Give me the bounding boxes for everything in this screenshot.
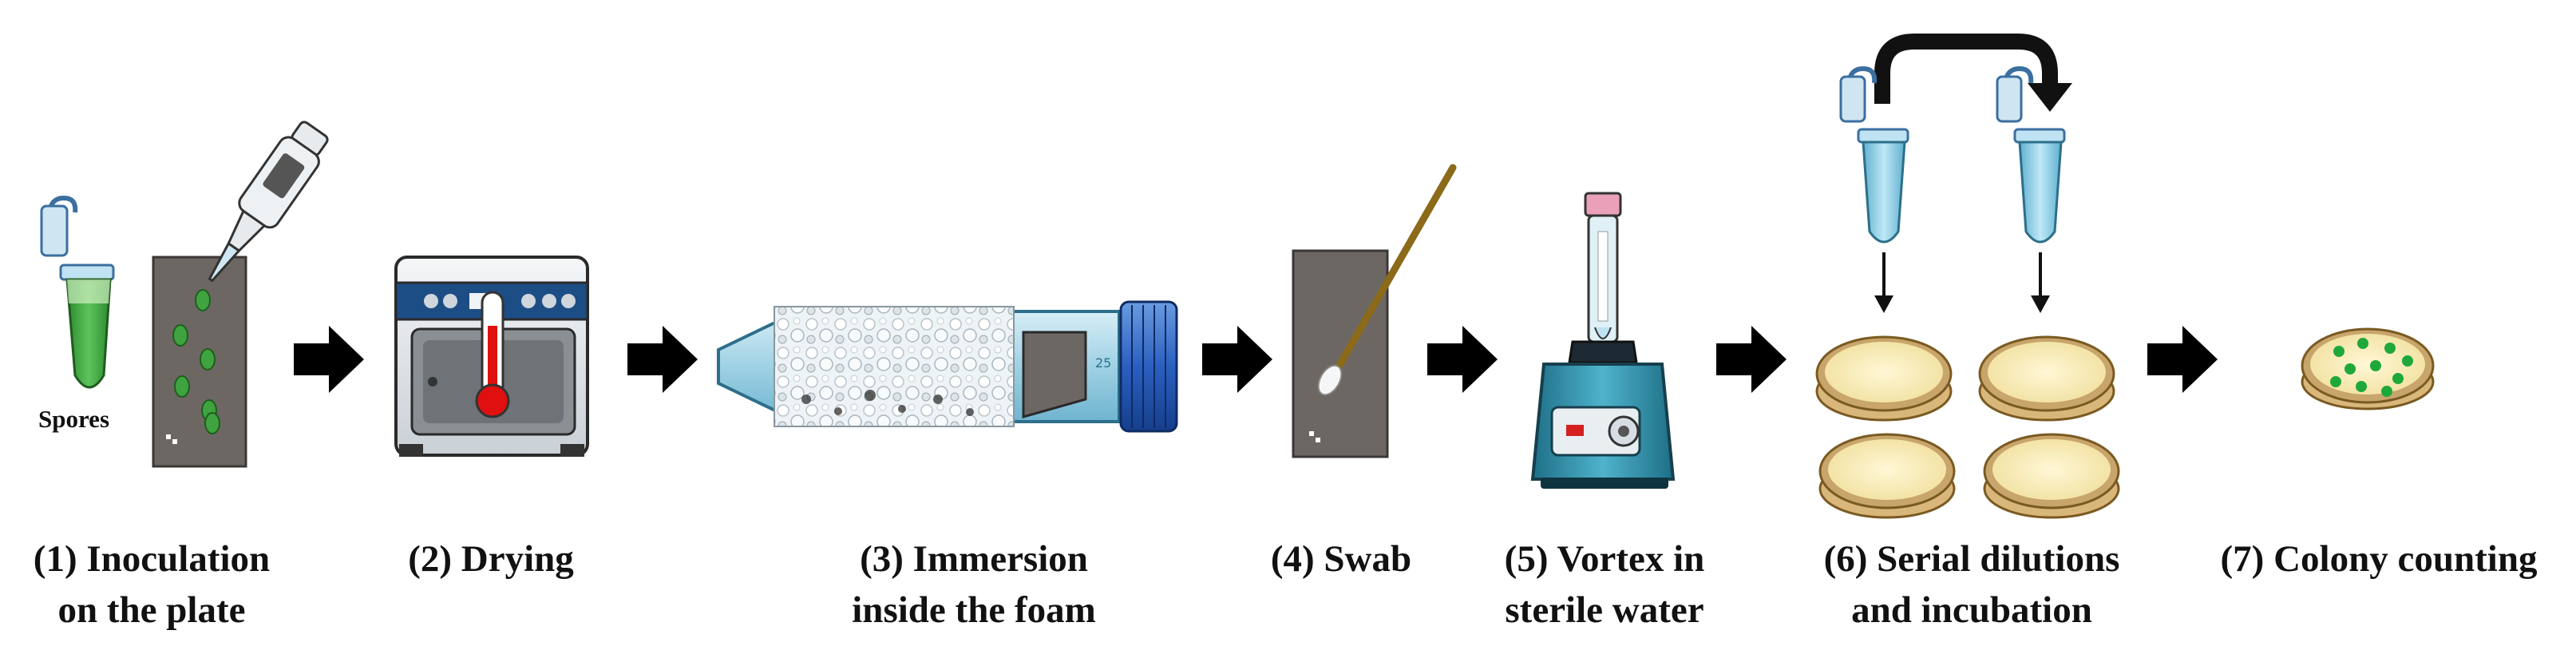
colony-dot: [2370, 360, 2381, 371]
step1-illustration: Spores: [38, 121, 329, 468]
colonies: [2330, 338, 2413, 397]
right-arrow-icon: [294, 326, 364, 393]
step-label-3: (3) Immersion inside the foam: [806, 533, 1142, 636]
step-label-6-line2: and incubation: [1851, 589, 2092, 631]
step5-illustration: [1530, 192, 1676, 489]
step-label-3-line2: inside the foam: [852, 589, 1096, 631]
step-label-2-line1: (2) Drying: [408, 538, 574, 580]
step-label-7: (7) Colony counting: [2187, 533, 2570, 585]
colony-dot: [2356, 381, 2367, 392]
colony-dot: [2381, 386, 2392, 397]
step4-illustration: [1292, 164, 1457, 458]
steel-plate: [1292, 249, 1389, 458]
petri-dish-colonies-icon: [2301, 327, 2435, 410]
petri-dish-icon: [1983, 433, 2120, 519]
right-arrow-icon: [627, 326, 698, 393]
steel-plate: [152, 256, 247, 468]
step7-illustration: [2301, 327, 2435, 410]
right-arrow-icon: [1716, 326, 1787, 393]
step-label-2: (2) Drying: [375, 533, 607, 585]
colony-dot: [2333, 346, 2345, 357]
process-arrows: [294, 326, 2218, 393]
step2-illustration: [394, 256, 589, 457]
down-arrow-icon: [2031, 252, 2050, 313]
petri-dish-icon: [1978, 335, 2115, 422]
petri-dish-icon: [1815, 335, 1953, 422]
microtube-green-icon: [40, 195, 115, 389]
swab-icon: [1317, 164, 1457, 396]
foam-sample: [774, 306, 1015, 427]
step6-illustration: [1815, 34, 2120, 519]
step-label-3-line1: (3) Immersion: [860, 538, 1088, 580]
microtube-blue-icon: [1839, 65, 1909, 244]
step-label-7-line1: (7) Colony counting: [2220, 538, 2538, 580]
svg-text:25: 25: [1095, 355, 1111, 371]
right-arrow-icon: [1427, 326, 1498, 393]
step-label-4-line1: (4) Swab: [1270, 538, 1412, 580]
petri-dish-icon: [1818, 433, 1956, 519]
step-label-5-line1: (5) Vortex in: [1504, 538, 1705, 580]
pipette-icon: [208, 121, 329, 283]
right-arrow-icon: [2147, 326, 2218, 393]
step-label-5-line2: sterile water: [1505, 589, 1704, 631]
step3-illustration: 25: [717, 300, 1178, 433]
colony-dot: [2345, 363, 2356, 375]
step-label-6-line1: (6) Serial dilutions: [1823, 538, 2120, 580]
colony-dot: [2392, 373, 2404, 384]
transfer-arrow: [1874, 34, 2058, 104]
step-label-6: (6) Serial dilutions and incubation: [1788, 533, 2155, 636]
thermometer-icon: [475, 291, 510, 418]
step-label-5: (5) Vortex in sterile water: [1477, 533, 1732, 636]
right-arrow-icon: [1202, 326, 1272, 393]
colony-dot: [2330, 376, 2341, 387]
vortex-mixer-icon: [1530, 192, 1676, 489]
colony-dot: [2402, 355, 2413, 367]
falcon-tube-icon: 25: [717, 300, 1178, 433]
step-label-1-line1: (1) Inoculation: [33, 538, 271, 580]
colony-dot: [2357, 338, 2368, 349]
petri-dishes: [1815, 335, 2120, 519]
colony-dot: [2384, 343, 2396, 354]
step-label-1-line2: on the plate: [57, 589, 246, 631]
microtube-blue-icon: [1996, 65, 2066, 244]
step-label-4: (4) Swab: [1237, 533, 1445, 585]
spores-label: Spores: [38, 405, 109, 433]
blue-cap: [1119, 300, 1178, 433]
down-arrow-icon: [1874, 252, 1893, 313]
steel-plate-in-tube: [1022, 331, 1087, 418]
step-label-1: (1) Inoculation on the plate: [8, 533, 295, 636]
